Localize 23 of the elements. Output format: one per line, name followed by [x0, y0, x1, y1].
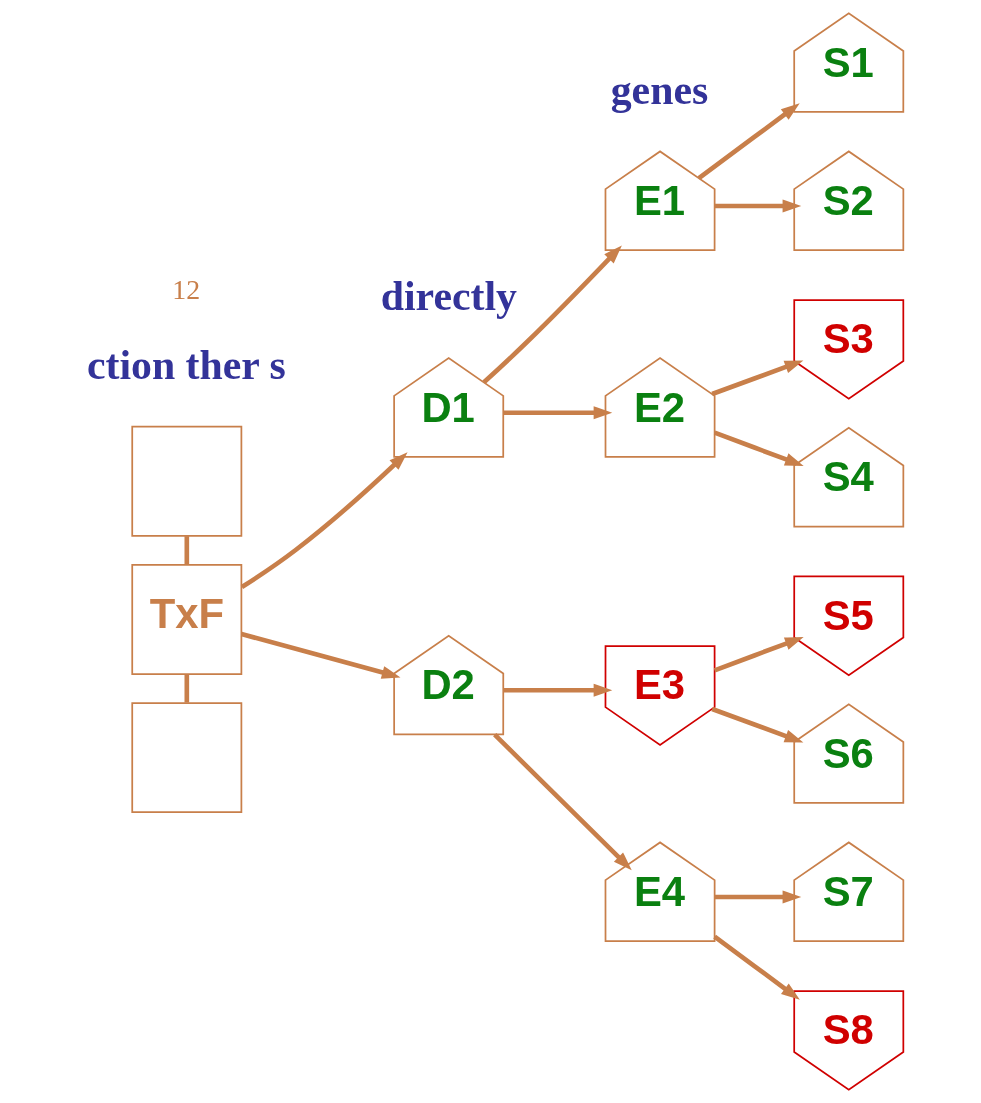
label: 12 [172, 274, 201, 306]
arrow [697, 103, 800, 180]
arrow [240, 452, 408, 590]
arrow [713, 430, 804, 466]
arrow [711, 360, 804, 397]
label: genes [610, 66, 709, 113]
connector [184, 674, 190, 703]
arrow [240, 631, 401, 679]
arrow [714, 890, 802, 904]
arrow [711, 706, 804, 743]
label: ction ther s [86, 341, 286, 388]
connector [184, 536, 190, 565]
node-box [131, 702, 243, 814]
arrow [493, 732, 632, 871]
arrow [503, 683, 613, 697]
label: directly [380, 273, 517, 320]
arrow [713, 637, 804, 673]
node-box: TxF [131, 564, 243, 675]
node-box [131, 425, 243, 537]
arrow [714, 199, 802, 213]
arrow [482, 245, 622, 384]
arrow [503, 406, 613, 420]
arrow [713, 934, 800, 1000]
